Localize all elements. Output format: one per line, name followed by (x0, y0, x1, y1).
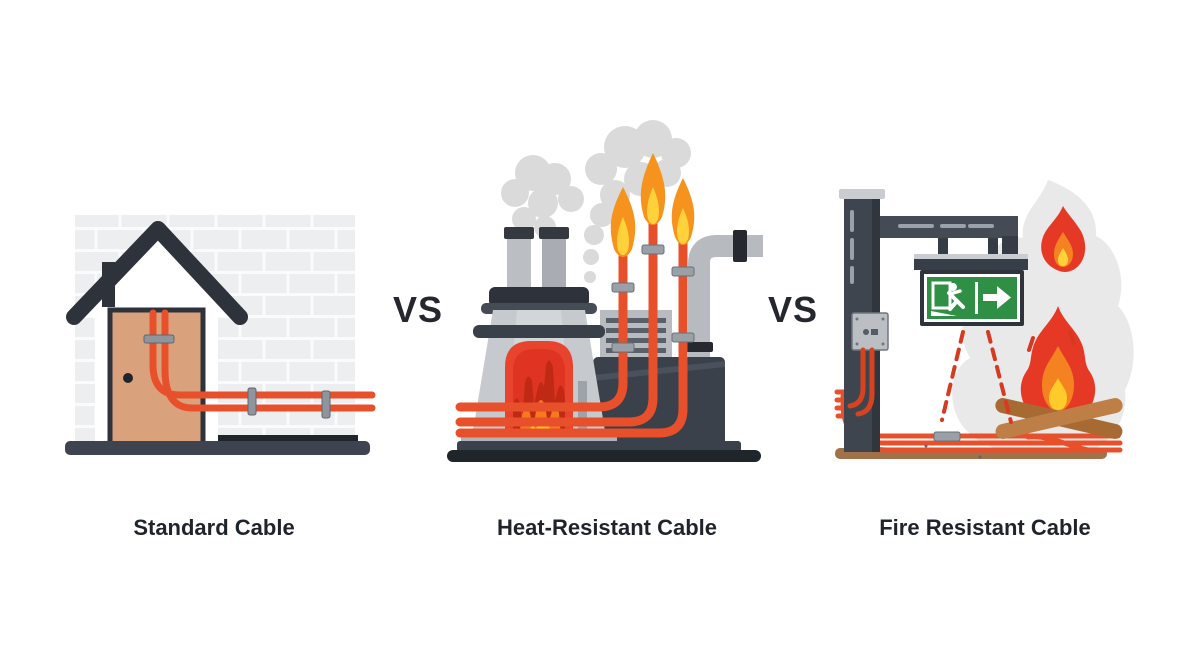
caption-heat-resistant-cable: Heat-Resistant Cable (496, 515, 718, 540)
fire-resistant-cable-illustration (834, 180, 1134, 459)
base-platform (447, 441, 761, 462)
cable-clips (143, 334, 331, 419)
door-knob (123, 373, 133, 383)
caption-fire-resistant-cable: Fire Resistant Cable (879, 515, 1091, 540)
junction-box (851, 312, 889, 351)
fire-sparks (1027, 330, 1076, 352)
vent-box (600, 310, 672, 357)
sign-light-beams (940, 330, 1013, 424)
small-flame-icon (1041, 206, 1086, 272)
vs-separator-1: VS (393, 289, 444, 330)
sign-divider (975, 282, 978, 314)
heat-resistant-cable-illustration (447, 120, 763, 462)
baseboard (65, 441, 370, 455)
cable-through-fire (1025, 434, 1091, 453)
right-arrow-icon (983, 286, 1011, 309)
cable-flame-tips (610, 153, 695, 257)
exit-steps (931, 311, 957, 316)
exhaust-pipe (685, 230, 763, 365)
debris-dot (978, 455, 982, 459)
campfire-logs (995, 398, 1123, 439)
sign-arm (880, 216, 1028, 270)
caption-standard-cable: Standard Cable (133, 515, 295, 540)
skirting-shadow (218, 435, 358, 443)
standard-cable-illustration (65, 215, 376, 455)
heat-resistant-cables (455, 218, 688, 438)
exit-sign-icon (920, 270, 1024, 326)
cable-clip (933, 431, 961, 442)
cable-clips (611, 244, 695, 353)
running-man-head (949, 283, 957, 291)
standard-cables (149, 309, 376, 412)
pole-cables (847, 347, 875, 417)
debris-dot (924, 444, 928, 448)
roof (66, 221, 248, 325)
large-flame-icon (1020, 306, 1096, 426)
vs-separator-2: VS (768, 289, 819, 330)
